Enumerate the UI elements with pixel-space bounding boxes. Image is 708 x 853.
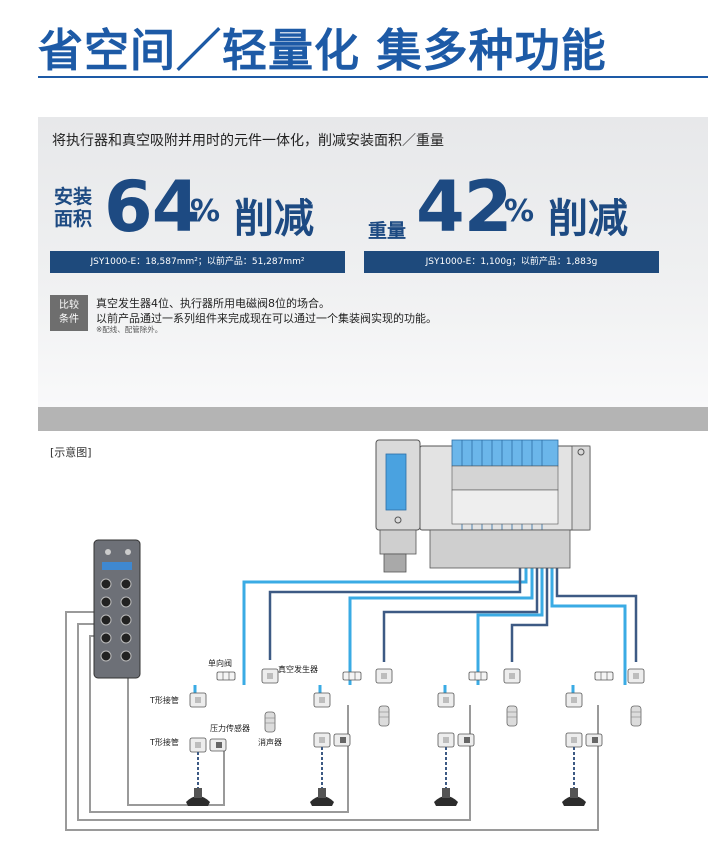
sensor-wiring [65,611,599,831]
vacuum-station-2 [310,668,393,806]
label-check-valve: 单向阀 [208,658,232,668]
vacuum-station-3 [434,668,521,806]
headline-rule [38,76,708,78]
stat-area-label: 安装 面积 [54,186,98,230]
stat-weight-word: 削减 [548,196,628,242]
label-tee-1: T形接管 [149,695,179,705]
stat-area-word: 削减 [234,196,314,242]
io-module [93,539,141,679]
stat-weight-number: 42 [416,166,512,248]
vacuum-station-4 [562,668,645,806]
vacuum-lines [193,568,627,700]
stat-weight-percent: % [504,194,535,229]
condition-note: ※配线、配管除外。 [96,325,163,334]
diagram-area [38,431,708,853]
condition-badge-line2: 条件 [59,314,79,325]
stat-weight-note: JSY1000-E：1,100g；以前产品：1,883g [364,251,659,273]
label-silencer: 消声器 [258,737,282,747]
stat-area-note: JSY1000-E：18,587mm²；以前产品：51,287mm² [50,251,345,273]
condition-badge-line1: 比较 [59,300,79,311]
stat-area-label-line1: 安装 [54,186,93,208]
vacuum-station-1 [186,668,279,806]
stat-area-reduction: 安装 面积 64 % 削减 [50,166,345,248]
valve-manifold [375,439,591,573]
stat-area-percent: % [190,194,221,229]
stat-weight-reduction: 重量 42 % 削减 [364,166,659,248]
stat-weight-label: 重量 [368,220,407,242]
intro-text: 将执行器和真空吸附并用时的元件一体化，削减安装面积／重量 [52,133,444,149]
condition-badge: 比较 条件 [50,295,88,331]
pilot-lines [268,568,638,662]
label-tee-2: T形接管 [149,737,179,747]
label-pressure-sensor: 压力传感器 [210,723,250,733]
label-vacuum-generator: 真空发生器 [278,664,318,674]
stat-area-number: 64 [104,166,200,248]
condition-line-1: 真空发生器4位、执行器所用电磁阀8位的场合。 [96,297,330,310]
section-separator [38,407,708,431]
stat-area-label-line2: 面积 [54,208,93,230]
page-headline: 省空间／轻量化 集多种功能 [38,24,607,77]
condition-line-2: 以前产品通过一系列组件来完成现在可以通过一个集装阀实现的功能。 [96,312,437,325]
diagram-title: [示意图] [50,446,92,459]
